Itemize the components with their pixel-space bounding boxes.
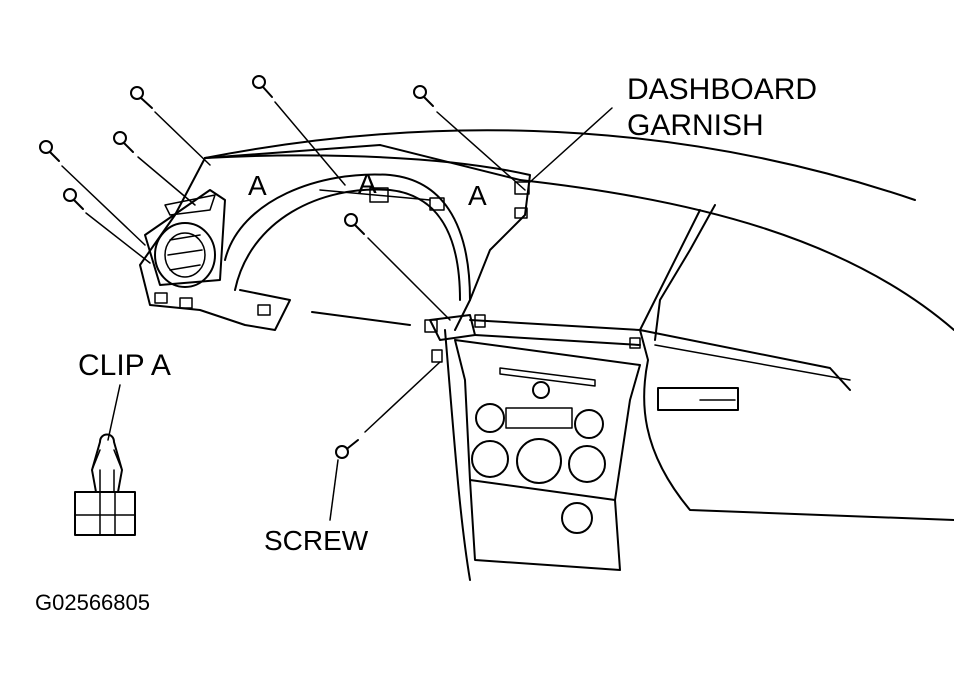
dashboard-garnish-part <box>139 154 641 363</box>
screw-icon <box>63 188 151 264</box>
center-console <box>454 339 641 571</box>
screw-icons <box>39 75 526 459</box>
screw-icon <box>113 131 196 206</box>
clip-a-leader-line <box>107 384 121 441</box>
screw-leader-line <box>329 459 339 521</box>
screw-icon <box>335 361 441 459</box>
dashboard-body <box>204 129 954 581</box>
screw-icon <box>39 140 146 246</box>
figure-id-label: G02566805 <box>35 590 150 615</box>
clip-marker-a-3: A <box>468 180 487 211</box>
screw-icon <box>130 86 211 166</box>
screw-icon <box>344 213 451 321</box>
clip-marker-a-1: A <box>248 170 267 201</box>
clip-a-label: CLIP A <box>78 349 171 382</box>
screw-icon <box>252 75 346 186</box>
garnish-leader-line <box>529 107 613 183</box>
dashboard-garnish-label-line2: GARNISH <box>627 109 764 142</box>
screw-icon <box>413 85 526 191</box>
clip-marker-a-2: A <box>358 168 377 199</box>
clip-a-detail <box>74 433 136 536</box>
dashboard-garnish-label-line1: DASHBOARD <box>627 73 817 106</box>
screw-label: SCREW <box>264 525 369 556</box>
